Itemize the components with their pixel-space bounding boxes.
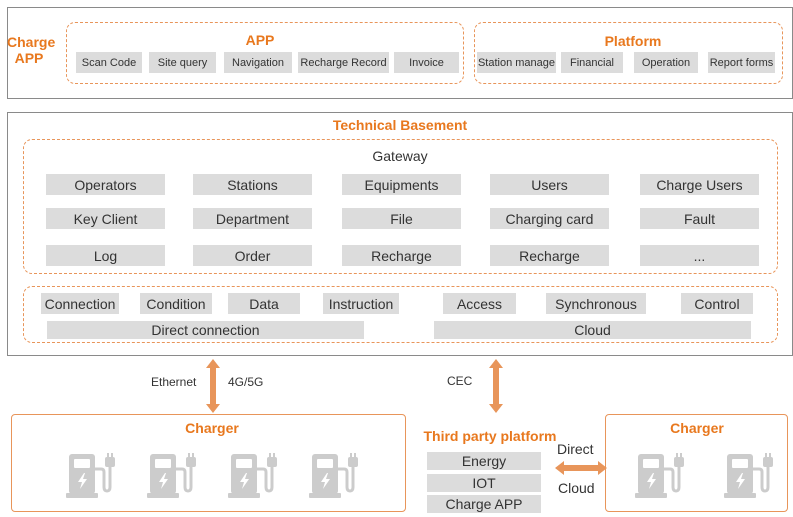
app-item-navigation: Navigation <box>224 52 292 73</box>
left-charging-station-icon-1 <box>65 451 115 504</box>
app-item-site-query: Site query <box>149 52 216 73</box>
platform-item-operation: Operation <box>634 52 698 73</box>
ethernet-arrow <box>206 359 220 413</box>
gateway-item-charging-card: Charging card <box>490 208 609 229</box>
charge-app-label-line1: Charge <box>7 34 56 50</box>
cloud-bar: Cloud <box>434 321 751 339</box>
cec-label: CEC <box>447 374 473 388</box>
gateway-item-users: Users <box>490 174 609 195</box>
direct-connection-bar: Direct connection <box>47 321 364 339</box>
left-charging-station-icon-2 <box>146 451 196 504</box>
gateway-item-charge-users: Charge Users <box>640 174 759 195</box>
app-title: APP <box>245 32 275 48</box>
third-party-item-charge-app: Charge APP <box>427 495 541 513</box>
right-charging-station-icon-2 <box>723 451 773 504</box>
gateway-item-more: ... <box>640 245 759 266</box>
left-charger-title: Charger <box>185 420 239 436</box>
left-item-connection: Connection <box>41 293 119 314</box>
gateway-item-file: File <box>342 208 461 229</box>
right-charging-station-icon-1 <box>634 451 684 504</box>
cloud-label: Cloud <box>558 480 595 496</box>
ethernet-label: Ethernet <box>151 375 197 389</box>
left-charging-station-icon-3 <box>227 451 277 504</box>
app-group <box>66 22 464 84</box>
gateway-item-stations: Stations <box>193 174 312 195</box>
gateway-item-department: Department <box>193 208 312 229</box>
charge-app-label: Charge APP <box>7 34 56 66</box>
left-item-instruction: Instruction <box>323 293 399 314</box>
third-party-item-energy: Energy <box>427 452 541 470</box>
right-item-synchronous: Synchronous <box>546 293 646 314</box>
gateway-group <box>23 139 778 274</box>
gateway-label: Gateway <box>372 148 428 164</box>
mobile-network-label: 4G/5G <box>228 375 264 389</box>
direct-label: Direct <box>557 441 594 457</box>
left-charging-station-icon-4 <box>308 451 358 504</box>
technical-basement-title: Technical Basement <box>332 117 468 133</box>
gateway-item-log: Log <box>46 245 165 266</box>
platform-item-station-manage: Station manage <box>477 52 556 73</box>
left-charger-group <box>11 414 406 512</box>
gateway-item-fault: Fault <box>640 208 759 229</box>
gateway-item-recharge-2: Recharge <box>490 245 609 266</box>
third-party-item-iot: IOT <box>427 474 541 492</box>
platform-item-financial: Financial <box>561 52 623 73</box>
cec-arrow <box>489 359 503 413</box>
direct-cloud-arrow <box>555 461 607 475</box>
right-item-control: Control <box>681 293 753 314</box>
platform-item-report-forms: Report forms <box>708 52 775 73</box>
right-charger-title: Charger <box>670 420 724 436</box>
gateway-item-recharge-1: Recharge <box>342 245 461 266</box>
left-item-data: Data <box>228 293 300 314</box>
app-item-scan-code: Scan Code <box>76 52 142 73</box>
right-item-access: Access <box>443 293 516 314</box>
gateway-item-operators: Operators <box>46 174 165 195</box>
right-charger-group <box>605 414 788 512</box>
gateway-item-key-client: Key Client <box>46 208 165 229</box>
gateway-item-equipments: Equipments <box>342 174 461 195</box>
connection-group <box>23 286 778 343</box>
app-item-recharge-record: Recharge Record <box>298 52 389 73</box>
third-party-title: Third party platform <box>423 428 557 444</box>
platform-group <box>474 22 783 84</box>
left-item-condition: Condition <box>140 293 212 314</box>
platform-title: Platform <box>604 33 662 49</box>
app-item-invoice: Invoice <box>394 52 459 73</box>
charge-app-label-line2: APP <box>14 50 44 66</box>
gateway-item-order: Order <box>193 245 312 266</box>
